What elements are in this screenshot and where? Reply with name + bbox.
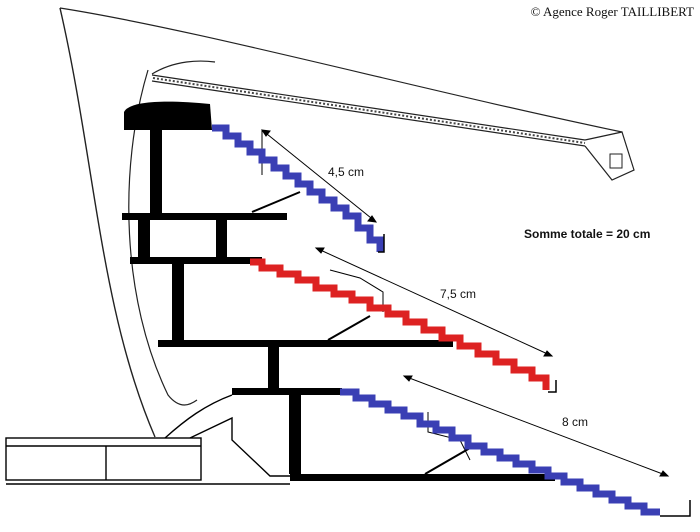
upper-tier-edge <box>378 234 385 253</box>
upper-measure-label: 4,5 cm <box>328 165 364 179</box>
middle-measure-label: 7,5 cm <box>440 287 476 301</box>
inner-shell-curve <box>128 69 198 406</box>
middle-tier-steps <box>250 258 550 390</box>
upper-tier-steps <box>212 124 384 252</box>
structural-frame <box>122 101 555 481</box>
lower-tier-edge <box>660 500 691 517</box>
lower-measure-label: 8 cm <box>562 415 588 429</box>
roof-beam <box>151 60 635 181</box>
total-sum-label: Somme totale = 20 cm <box>524 227 650 241</box>
lower-tier-steps <box>340 388 660 516</box>
middle-tier-edge <box>548 380 557 393</box>
diagonal-braces <box>251 191 471 475</box>
ground-structure <box>5 394 290 485</box>
shell-top-curve <box>59 7 623 133</box>
credit-text: © Agence Roger TAILLIBERT <box>531 4 694 19</box>
outer-shell-curve <box>59 7 156 438</box>
measure-arrows <box>260 129 670 477</box>
